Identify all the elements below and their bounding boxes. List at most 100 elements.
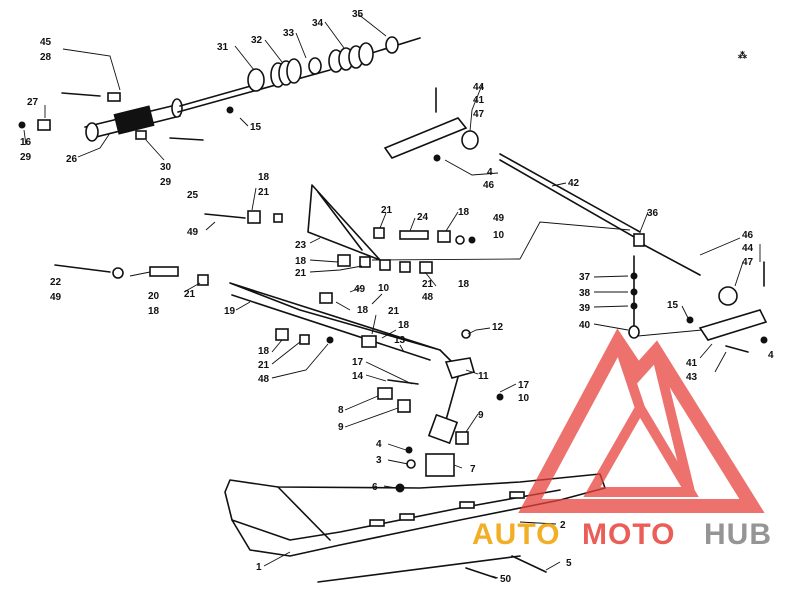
callout-22: 22 (50, 277, 62, 288)
nut-10c (496, 393, 504, 401)
callout-35: 35 (352, 9, 364, 20)
pin-24 (399, 230, 429, 240)
callout-10-lower: 10 (378, 283, 390, 294)
bolt-14 (387, 379, 419, 385)
shock-rod (179, 83, 259, 107)
lower-a-arm (54, 264, 441, 361)
callout-9: 9 (338, 422, 344, 433)
bushing-28 (107, 92, 121, 102)
callout-44-right: 44 (742, 243, 754, 254)
callout-5: 5 (566, 558, 572, 569)
callout-8: 8 (338, 405, 344, 416)
callout-45: 45 (40, 37, 52, 48)
bolt-45 (61, 92, 101, 97)
plug-12 (461, 329, 471, 339)
pin-20 (149, 266, 179, 277)
washer-21b (373, 227, 385, 239)
shock-eye-left (85, 122, 99, 142)
washer-49 (455, 235, 465, 245)
callout-28: 28 (40, 52, 52, 63)
callout-49-upper: 49 (493, 213, 505, 224)
callout-9-right: 9 (478, 410, 484, 421)
bushing-18c (337, 254, 351, 267)
callout-33: 33 (283, 28, 295, 39)
callout-46: 46 (483, 180, 495, 191)
bolt-25 (204, 213, 246, 219)
callout-21-lower: 21 (184, 289, 196, 300)
shock-cylinder (113, 105, 155, 135)
rod-end-47a (461, 130, 479, 150)
watermark-text: AUTO MOTO HUB (472, 518, 771, 551)
callout-7: 7 (470, 464, 476, 475)
bushing-18a (247, 210, 261, 224)
callout-43: 43 (686, 372, 698, 383)
bushing-18d (419, 261, 433, 274)
callout-18-upper: 18 (458, 207, 470, 218)
callout-29-lower: 29 (160, 177, 172, 188)
callout-48-bottom: 48 (258, 374, 270, 385)
spindle-foot (427, 413, 459, 445)
bolt-22 (54, 264, 111, 273)
callout-50: 50 (500, 574, 512, 585)
callout-18-mid: 18 (295, 256, 307, 267)
watermark-m-strokes (613, 340, 695, 494)
callout-6: 6 (372, 482, 378, 493)
wear-bar-50 (317, 555, 521, 583)
callout-29: 29 (20, 152, 32, 163)
spring-collar-33 (308, 57, 322, 75)
callout-4-right: 4 (768, 350, 774, 361)
rod-end-47b (718, 286, 738, 306)
callout-4-ski: 4 (376, 439, 382, 450)
steering-arm-41b (698, 309, 768, 341)
sleeve-29 (135, 130, 147, 140)
nut-15b (686, 316, 694, 324)
callout-31: 31 (217, 42, 229, 53)
callout-16: 16 (20, 137, 32, 148)
callout-36: 36 (647, 208, 659, 219)
callout-21-bottom: 21 (258, 360, 270, 371)
callout-37: 37 (579, 272, 591, 283)
callout-26: 26 (66, 154, 78, 165)
callout-47-right: 47 (742, 257, 754, 268)
callout-38: 38 (579, 288, 591, 299)
bushing-18f (275, 328, 289, 341)
washer-21a (273, 213, 283, 223)
callout-18-right: 18 (458, 279, 470, 290)
tie-rod-bar-top (499, 153, 641, 233)
callout-49-left: 49 (50, 292, 62, 303)
bushing-27 (37, 119, 51, 131)
ski-slot-b (399, 513, 415, 521)
lower-arm-bottom (231, 294, 431, 361)
ski-inner-edge (231, 489, 561, 541)
washer-49c (112, 267, 124, 279)
leader-to-36 (519, 221, 631, 260)
leader-40 (637, 329, 703, 337)
bushing-8 (377, 387, 393, 400)
callout-18-spindle: 18 (398, 320, 410, 331)
callout-17: 17 (352, 357, 364, 368)
washer-21e (197, 274, 209, 286)
callout-40: 40 (579, 320, 591, 331)
callout-3: 3 (376, 455, 382, 466)
bolt-5 (511, 555, 547, 573)
callout-30: 30 (160, 162, 172, 173)
spindle-top-11 (444, 357, 475, 379)
ski-loop (277, 486, 331, 541)
callout-25: 25 (187, 190, 199, 201)
tie-rod-bar-bottom (499, 159, 637, 239)
washer-9a (397, 399, 411, 413)
ski-saddle-7 (425, 453, 455, 477)
callout-42: 42 (568, 178, 580, 189)
callout-21-spindle: 21 (388, 306, 400, 317)
nut-48b (326, 336, 334, 344)
callout-21-right: 21 (422, 279, 434, 290)
washer-21d (379, 259, 391, 271)
nut-37 (630, 272, 638, 280)
callout-1: 1 (256, 562, 262, 573)
bushing-18g (361, 335, 377, 348)
center-knuckle-hardware (337, 254, 433, 348)
spring-coil-g (358, 42, 374, 66)
callout-41-right: 41 (686, 358, 698, 369)
watermark-outer-triangle (518, 328, 765, 513)
